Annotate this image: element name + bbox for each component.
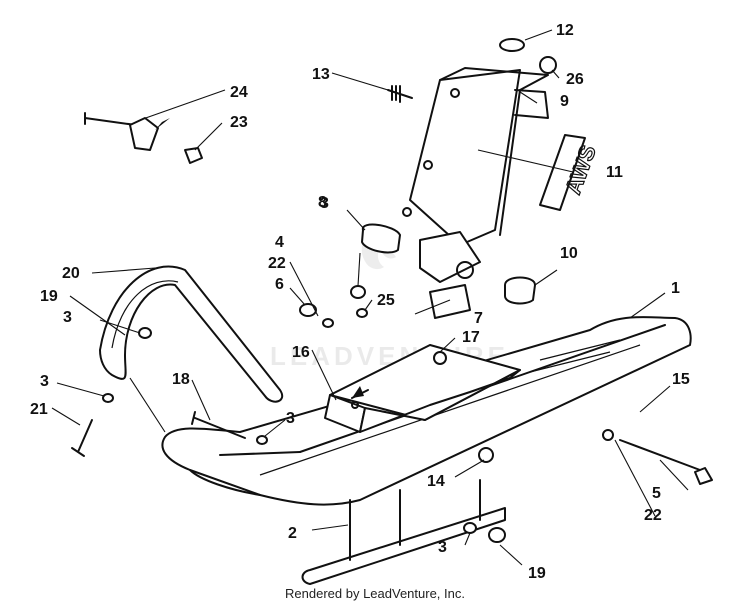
callout-17: 17 [462,329,480,346]
callout-22: 22 [644,507,662,524]
callout-2: 2 [288,525,297,542]
callout-19: 19 [528,565,546,582]
aws-decal: AWS [539,134,601,211]
long-bolts [71,411,713,485]
washers-nuts [102,285,614,543]
footer-credit: Rendered by LeadVenture, Inc. [285,586,465,601]
callout-6: 6 [275,276,284,293]
callout-22: 22 [268,255,286,272]
callout-11: 11 [606,164,623,181]
callout-26: 26 [566,71,584,88]
callout-16: 16 [292,344,310,361]
small-hardware [387,38,557,103]
callout-1: 1 [671,280,680,297]
callout-8: 8 [318,194,327,211]
callout-3: 3 [320,195,329,212]
loop-handle [99,265,284,403]
callout-7: 7 [474,310,483,327]
callout-3: 3 [286,410,295,427]
callout-23: 23 [230,114,248,131]
callout-18: 18 [172,371,190,388]
callout-3: 3 [63,309,72,326]
callout-21: 21 [30,401,48,418]
callout-24: 24 [230,84,248,101]
callout-9: 9 [560,93,569,110]
callout-25: 25 [377,292,395,309]
callout-4: 4 [275,234,284,251]
callout-19: 19 [40,288,58,305]
callout-15: 15 [672,371,690,388]
callout-14: 14 [427,473,445,490]
lower-mount [361,223,536,319]
bolt-24-23 [84,112,203,164]
callout-20: 20 [62,265,80,282]
callouts: 1 2 3 3 3 3 3 4 5 6 7 8 9 10 11 12 13 14… [30,22,690,582]
callout-12: 12 [556,22,574,39]
spindle-housing [402,67,549,246]
ski-saddle [324,344,521,433]
leader-lines [51,29,689,566]
callout-3: 3 [438,539,447,556]
callout-13: 13 [312,66,330,83]
callout-10: 10 [560,245,578,262]
callout-5: 5 [652,485,661,502]
callout-3: 3 [40,373,49,390]
